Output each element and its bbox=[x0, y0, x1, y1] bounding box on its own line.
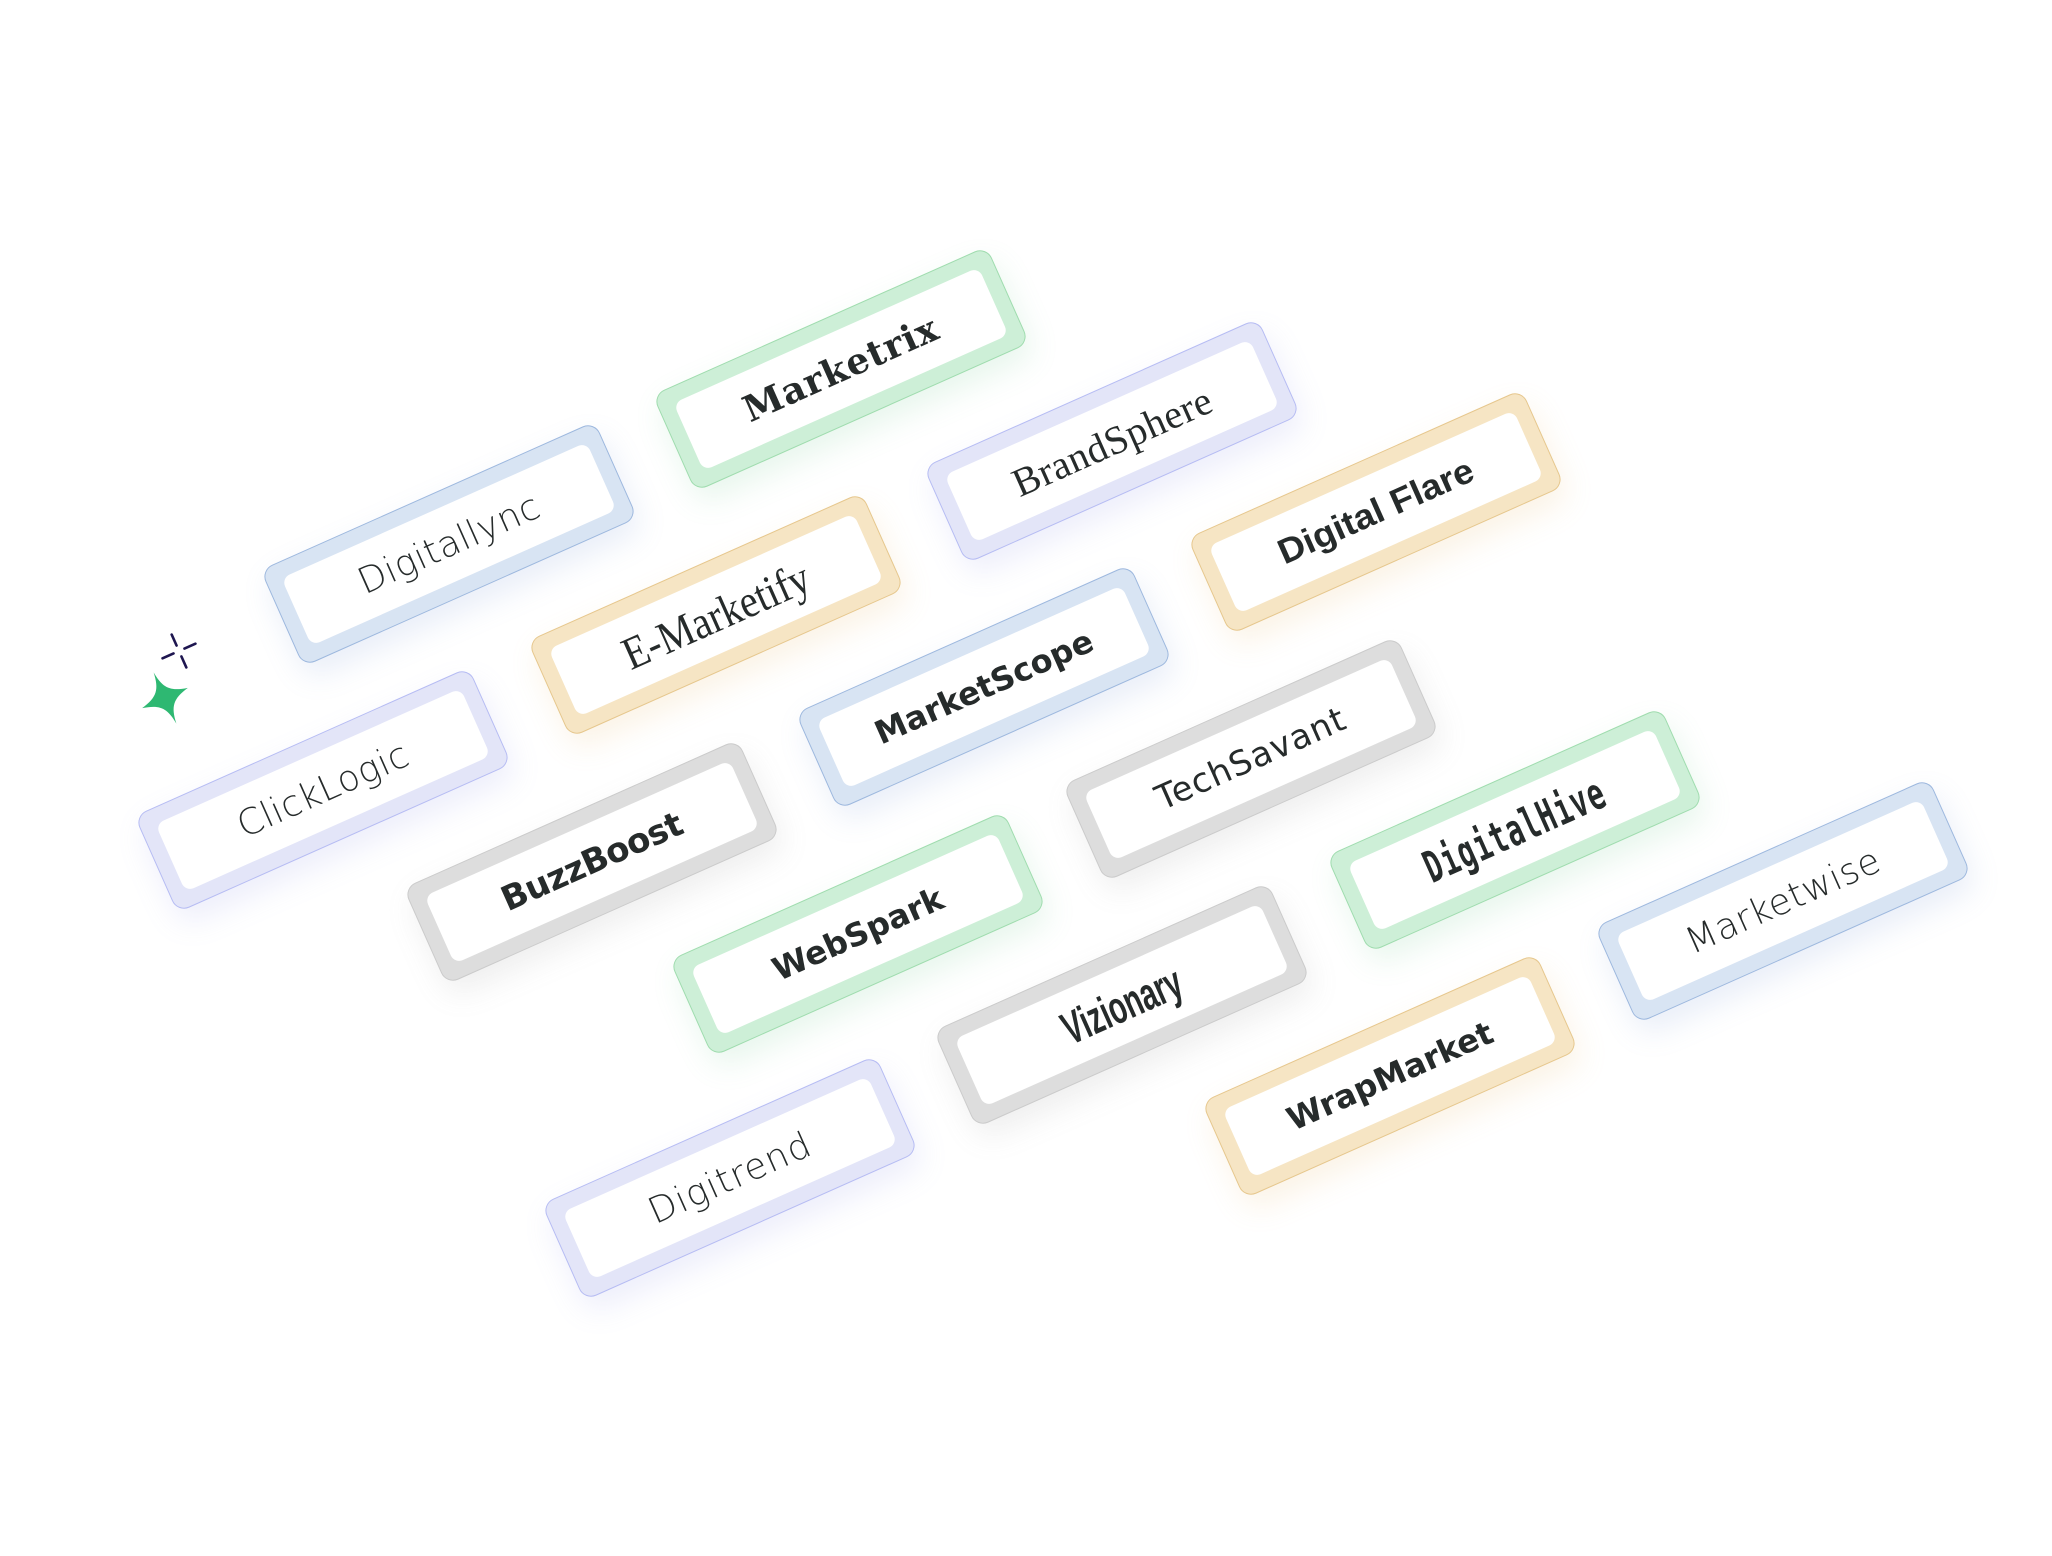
sparkle-cross-icon bbox=[161, 633, 197, 669]
brand-name: Digital Flare bbox=[1271, 450, 1480, 573]
brand-name: ClickLogic bbox=[155, 688, 491, 892]
brand-name: TechSavant bbox=[1083, 657, 1419, 861]
brand-name: MarketScope bbox=[816, 585, 1152, 789]
brand-name: Marketrix bbox=[673, 267, 1009, 471]
brand-name: Digitrend bbox=[562, 1076, 898, 1280]
brand-name: DigitalHive bbox=[1415, 767, 1615, 893]
brand-name: BrandSphere bbox=[944, 339, 1280, 543]
brand-card-digitrend: Digitrend bbox=[541, 1055, 919, 1301]
brand-name: Marketwise bbox=[1615, 799, 1951, 1003]
brand-name: BuzzBoost bbox=[424, 760, 760, 964]
brand-name: Vizionary bbox=[1053, 955, 1191, 1055]
brand-name: WebSpark bbox=[690, 832, 1026, 1036]
brand-name: E-Marketify bbox=[614, 551, 818, 679]
brand-name: WrapMarket bbox=[1222, 974, 1558, 1178]
sparkle-star-icon bbox=[142, 672, 188, 724]
brand-name: Digitallync bbox=[281, 442, 617, 646]
